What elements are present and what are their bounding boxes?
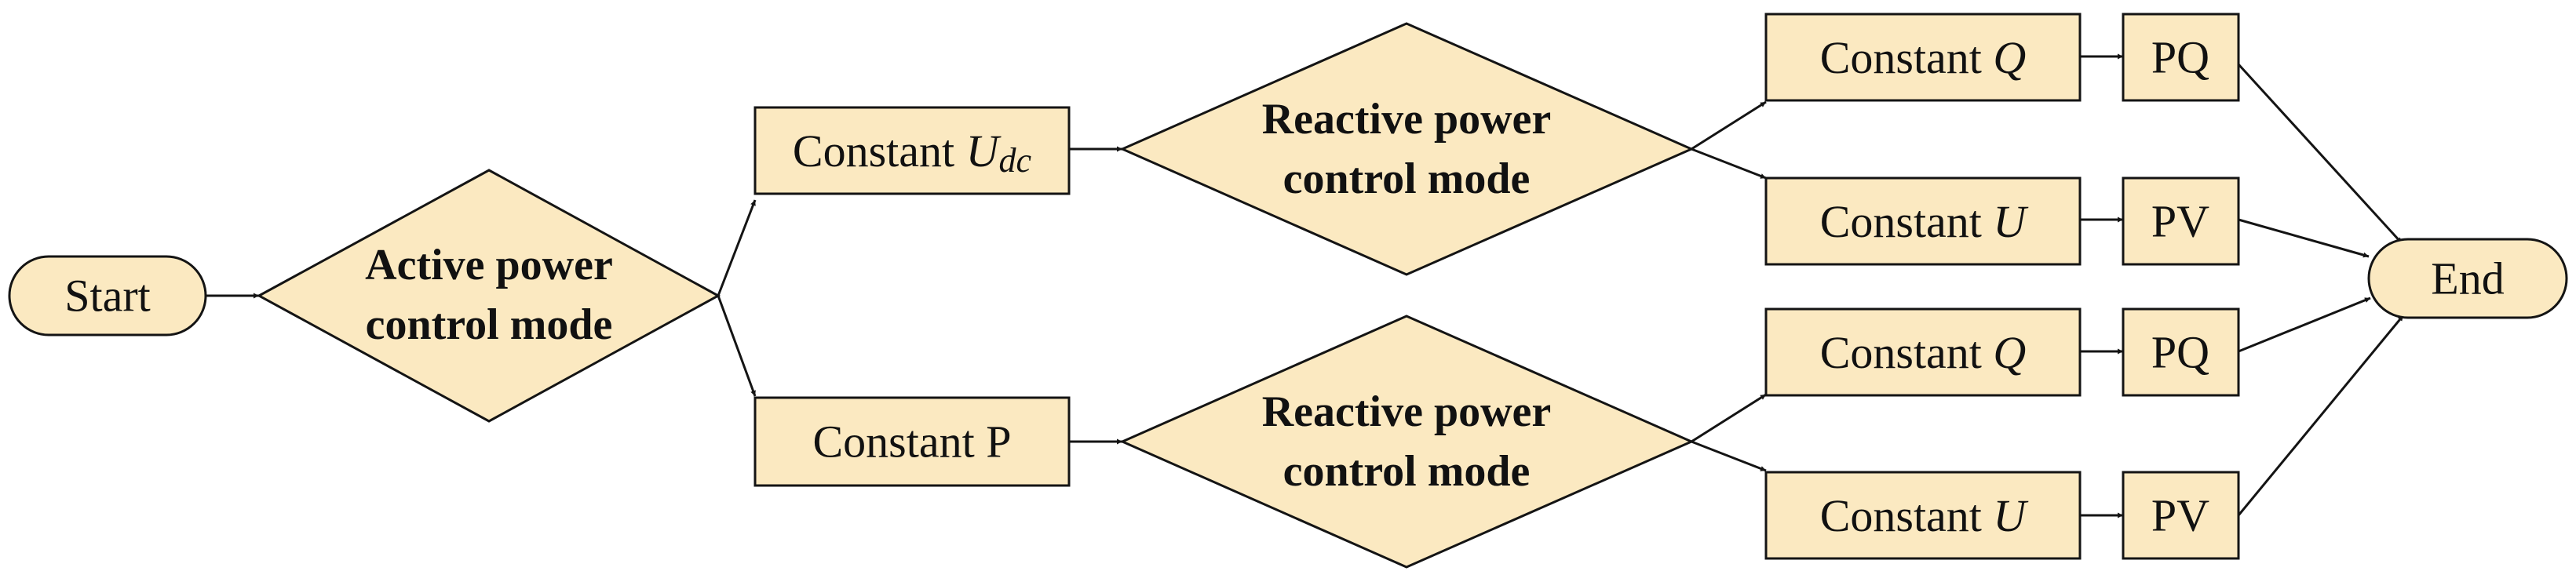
reactive-power-decision-top: Reactive power control mode [1119, 22, 1695, 276]
constant-p-label: Constant P [813, 416, 1012, 467]
edge-reactive-bottom-to-q [1691, 393, 1767, 443]
pq-top-node: PQ [2122, 13, 2240, 102]
constant-udc-label: Constant Udc [793, 125, 1032, 180]
constant-udc-subscript: dc [999, 141, 1032, 180]
constant-u-bottom-symbol: U [1993, 490, 2029, 541]
edge-pv-top-to-end [2238, 218, 2370, 258]
edge-pq-top-to-end [2237, 63, 2403, 245]
edge-active-to-p [717, 295, 757, 397]
pq-bottom-node: PQ [2122, 307, 2240, 397]
constant-u-top-label: Constant U [1820, 196, 2030, 247]
edge-reactive-top-to-q [1691, 100, 1767, 151]
connectors [206, 53, 2405, 518]
constant-udc-symbol: U [966, 125, 1002, 176]
constant-u-top-node: Constant U [1764, 176, 2082, 266]
end-node: End [2367, 238, 2568, 319]
edge-pv-bottom-to-end [2237, 315, 2405, 516]
constant-q-bottom-symbol: Q [1993, 327, 2026, 378]
constant-q-top-prefix: Constant [1820, 32, 1994, 83]
start-node: Start [8, 255, 207, 336]
reactive-power-decision-bottom: Reactive power control mode [1119, 315, 1695, 569]
edge-reactive-top-to-u [1691, 147, 1767, 180]
constant-q-top-symbol: Q [1993, 32, 2026, 83]
active-power-line2: control mode [366, 300, 613, 349]
reactive-bottom-line2: control mode [1283, 447, 1531, 496]
active-power-decision: Active power control mode [256, 169, 721, 423]
constant-udc-node: Constant Udc [753, 106, 1071, 195]
constant-q-bottom-label: Constant Q [1820, 327, 2027, 378]
pv-bottom-node: PV [2122, 471, 2240, 560]
constant-u-bottom-prefix: Constant [1820, 490, 1994, 541]
pq-top-label: PQ [2151, 32, 2209, 83]
pq-bottom-label: PQ [2151, 327, 2209, 378]
constant-p-node: Constant P [753, 396, 1071, 487]
constant-q-top-node: Constant Q [1764, 13, 2082, 102]
constant-q-top-label: Constant Q [1820, 32, 2027, 83]
constant-u-top-symbol: U [1993, 196, 2029, 247]
reactive-top-line2: control mode [1283, 155, 1531, 203]
reactive-bottom-line1: Reactive power [1262, 387, 1552, 436]
pv-top-node: PV [2122, 176, 2240, 266]
active-power-line1: Active power [365, 241, 613, 289]
edge-reactive-bottom-to-u [1691, 440, 1767, 472]
constant-udc-prefix: Constant [793, 125, 966, 176]
constant-u-bottom-node: Constant U [1764, 471, 2082, 560]
end-label: End [2431, 253, 2504, 304]
constant-u-top-prefix: Constant [1820, 196, 1994, 247]
constant-q-bottom-prefix: Constant [1820, 327, 1994, 378]
pv-top-label: PV [2151, 196, 2209, 247]
reactive-top-line1: Reactive power [1262, 95, 1552, 144]
edge-pq-bottom-to-end [2238, 296, 2371, 353]
constant-u-bottom-label: Constant U [1820, 490, 2030, 541]
edge-active-to-udc [717, 199, 757, 296]
start-label: Start [64, 271, 151, 322]
constant-q-bottom-node: Constant Q [1764, 307, 2082, 397]
pv-bottom-label: PV [2151, 490, 2209, 541]
